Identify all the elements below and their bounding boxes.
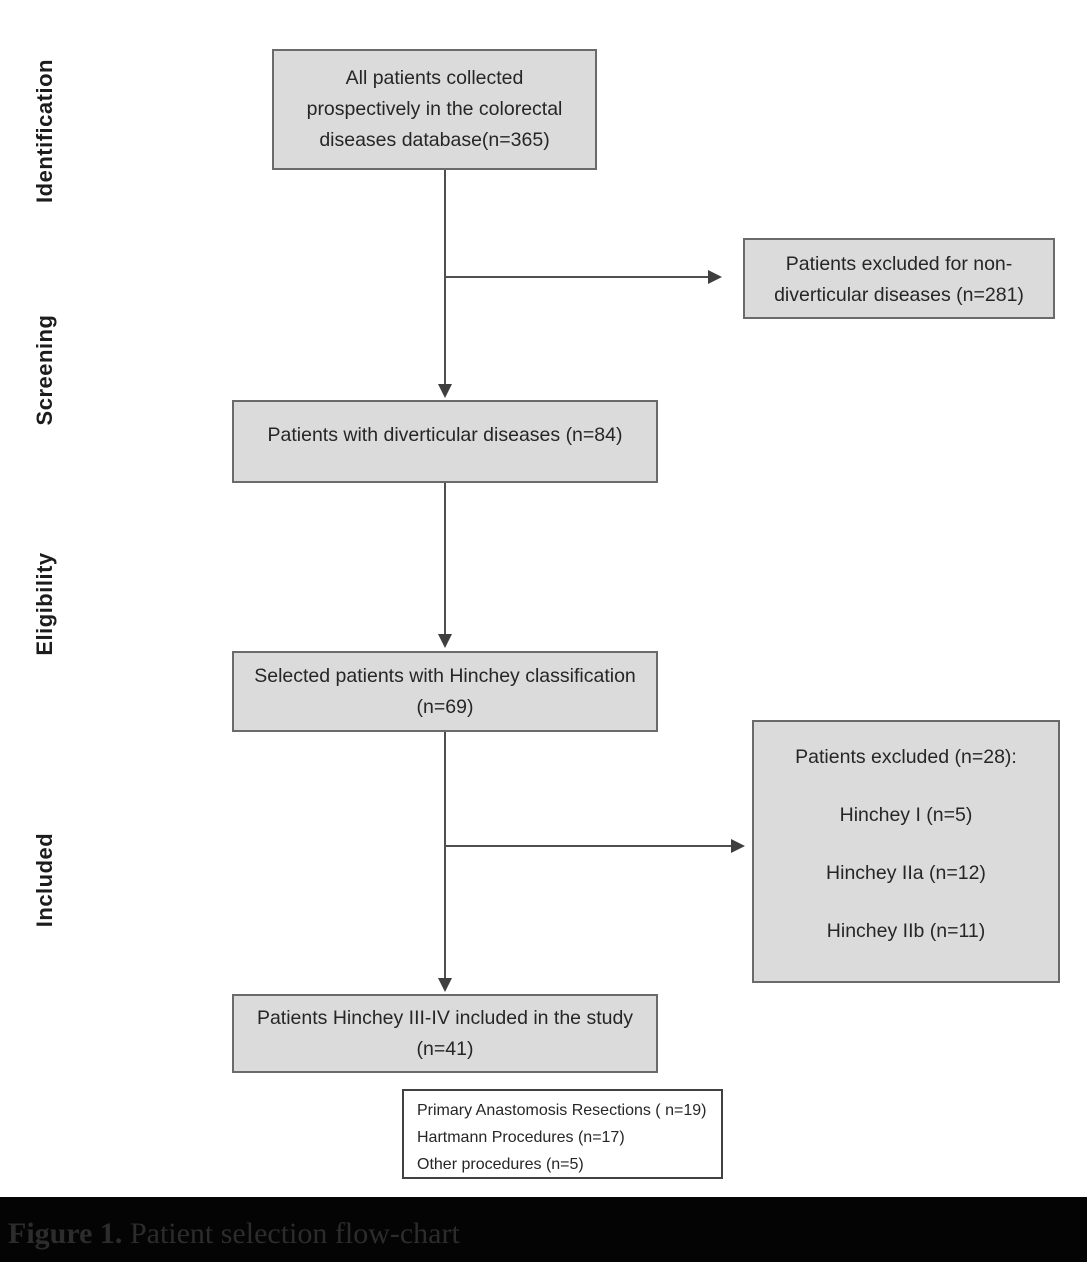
box-procedures-line3: Other procedures (n=5)	[417, 1156, 584, 1173]
arrowhead-right-excluded-hinchey-icon	[731, 839, 745, 853]
box-excluded-hinchey: Patients excluded (n=28): Hinchey I (n=5…	[752, 720, 1060, 983]
box-database: All patients collected prospectively in …	[272, 49, 597, 170]
box-database-line2: prospectively in the colorectal	[306, 98, 563, 120]
box-excluded-nondiverticular: Patients excluded for non- diverticular …	[743, 238, 1055, 319]
connector-branch-excluded-hinchey	[445, 845, 731, 847]
connector-hinchey-to-included	[444, 732, 446, 978]
stage-label-included: Included	[32, 832, 57, 928]
box-hinchey-classification-line2: (n=69)	[416, 696, 474, 718]
box-procedures-line2: Hartmann Procedures (n=17)	[417, 1129, 625, 1146]
arrowhead-down-included-icon	[438, 978, 452, 992]
box-hinchey-classification-line1: Selected patients with Hinchey classific…	[254, 665, 636, 687]
figure-caption: Figure 1. Patient selection flow-chart	[0, 1197, 1087, 1262]
box-included-study-line1: Patients Hinchey III-IV included in the …	[256, 1007, 634, 1029]
box-procedures-line1: Primary Anastomosis Resections ( n=19)	[417, 1102, 707, 1119]
box-excluded-hinchey-item2: Hinchey IIa (n=12)	[826, 862, 986, 884]
box-excluded-hinchey-item1: Hinchey I (n=5)	[839, 804, 973, 826]
box-excluded-nondiverticular-line1: Patients excluded for non-	[785, 253, 1013, 275]
box-database-line3: diseases database(n=365)	[319, 129, 550, 151]
box-included-study-line2: (n=41)	[416, 1038, 474, 1060]
connector-branch-excluded-nondiverticular	[445, 276, 708, 278]
box-excluded-hinchey-item3: Hinchey IIb (n=11)	[826, 920, 986, 942]
arrowhead-right-excluded-nondiverticular-icon	[708, 270, 722, 284]
box-hinchey-classification: Selected patients with Hinchey classific…	[232, 651, 658, 732]
arrowhead-down-diverticular-icon	[438, 384, 452, 398]
stage-label-identification: Identification	[32, 59, 57, 203]
connector-diverticular-to-hinchey	[444, 483, 446, 634]
box-included-study: Patients Hinchey III-IV included in the …	[232, 994, 658, 1073]
box-procedures: Primary Anastomosis Resections ( n=19) H…	[402, 1089, 723, 1179]
figure-caption-title: Patient selection flow-chart	[122, 1216, 460, 1250]
box-excluded-hinchey-title: Patients excluded (n=28):	[795, 746, 1017, 768]
box-diverticular: Patients with diverticular diseases (n=8…	[232, 400, 658, 483]
box-database-line1: All patients collected	[345, 67, 524, 89]
box-excluded-nondiverticular-line2: diverticular diseases (n=281)	[774, 284, 1024, 306]
figure-caption-label: Figure 1.	[8, 1216, 123, 1250]
stage-label-screening: Screening	[32, 314, 57, 426]
stage-label-eligibility: Eligibility	[32, 552, 57, 656]
box-diverticular-line1: Patients with diverticular diseases (n=8…	[267, 424, 623, 446]
arrowhead-down-hinchey-icon	[438, 634, 452, 648]
